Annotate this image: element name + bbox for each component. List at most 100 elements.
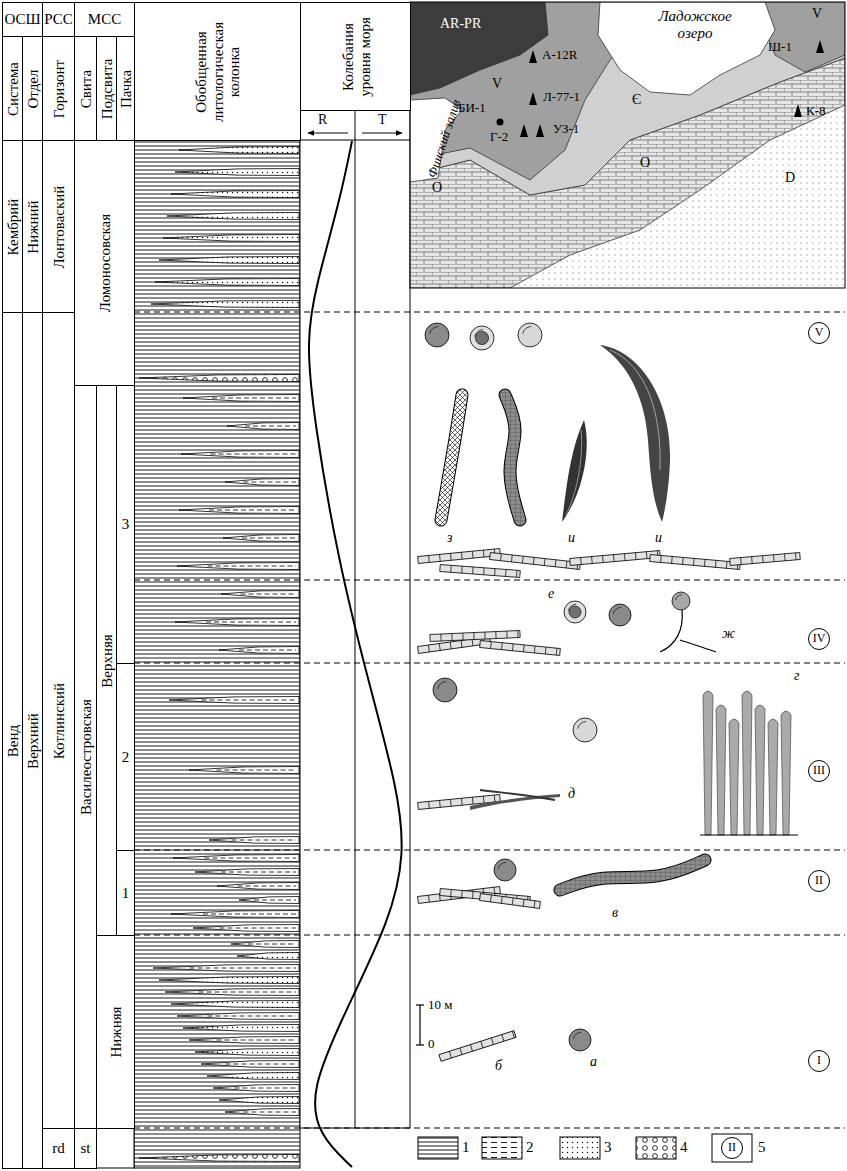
map-label: БИ-1: [458, 101, 486, 115]
scale-bar: [419, 1005, 420, 1045]
segmented-tube: [560, 860, 705, 890]
cell-text: Подсвита: [98, 40, 115, 138]
spindle: [562, 420, 587, 522]
filament: [430, 631, 520, 642]
lens: [225, 478, 299, 485]
spheroid: [609, 604, 631, 626]
stratigraphic-cell: Обобщенная литологическая колонка: [134, 2, 301, 141]
stratigraphic-cell: Горизонт: [42, 36, 75, 141]
region-d: [410, 2, 845, 288]
well-triangle: [536, 124, 544, 137]
silt-dash: [248, 944, 296, 945]
region-vendian: [760, 2, 845, 72]
cell-text: Нижний: [24, 144, 41, 310]
cell-text: Котлинский: [50, 316, 67, 1126]
silt-dash: [203, 914, 296, 915]
figure-label: и: [655, 530, 662, 545]
sea-level-column: [300, 110, 410, 1128]
cell-text: Колебания уровня моря: [339, 6, 372, 108]
spheroid-fold: [438, 682, 446, 689]
thin-strand: [480, 790, 555, 800]
well-triangle: [529, 50, 537, 63]
map-label: К-8: [806, 104, 826, 118]
legend-number: 5: [758, 1139, 766, 1156]
figure-label: д: [568, 786, 575, 801]
filament: [480, 641, 561, 656]
filament: [418, 795, 501, 810]
thin-strand: [470, 794, 560, 810]
silt-dash: [209, 510, 296, 511]
map-label: УЗ-1: [553, 122, 579, 136]
lens: [223, 534, 299, 541]
lens: [177, 562, 299, 569]
cell-text: РСС: [44, 11, 73, 28]
spheroid-fold: [578, 722, 586, 729]
cell-text: ОСШ: [4, 11, 40, 28]
figure-label: и: [568, 530, 575, 545]
lens: [213, 1084, 299, 1091]
zone-boundary: [134, 850, 845, 851]
silt-dash: [206, 622, 296, 623]
finger: [755, 705, 765, 835]
lens: [219, 1096, 299, 1103]
table-cell: rd: [42, 1128, 75, 1169]
curve-axis: [355, 110, 356, 1128]
cell-text: Верхняя: [98, 389, 115, 933]
filament: [480, 894, 541, 909]
lens: [159, 256, 299, 263]
filament: [570, 551, 661, 566]
spheroid-fold: [573, 1032, 581, 1039]
figure-label: е: [548, 586, 554, 601]
spheroid-fold: [523, 327, 531, 334]
segmented-tube: [560, 860, 705, 890]
stratigraphic-cell: Колебания уровня моря: [300, 2, 411, 111]
figure-label: R: [318, 112, 327, 127]
well-triangle: [816, 40, 824, 53]
silt-dash: [212, 398, 296, 399]
cell-text: Ломоносовская: [96, 144, 113, 383]
stratigraphic-cell: Венд: [2, 312, 23, 1169]
silt-dash: [217, 770, 297, 771]
finger-base: [700, 835, 798, 836]
cell-text: Нижняя: [107, 939, 124, 1126]
legend-samples: [418, 1134, 752, 1162]
filament: [418, 549, 501, 564]
lens: [225, 1108, 299, 1115]
blank-cell: [96, 1128, 134, 1168]
spheroid-fold: [676, 595, 682, 600]
lens: [219, 646, 299, 653]
zone-boundary: [134, 580, 845, 581]
stratigraphic-cell: Василеостровская: [74, 385, 97, 1129]
lens: [139, 374, 299, 381]
lens: [167, 212, 299, 219]
lens: [183, 394, 299, 401]
zone-boundary: [134, 1128, 845, 1129]
zone-number: I: [808, 1050, 830, 1072]
stratigraphic-cell: Ломоносовская: [74, 140, 135, 386]
table-cell: РСС: [42, 2, 75, 37]
figure-label: г: [794, 668, 799, 683]
scale-tick: [416, 1004, 424, 1005]
zone-number: II: [808, 870, 830, 892]
lens: [155, 278, 299, 285]
lens: [227, 422, 299, 429]
finger: [781, 711, 791, 835]
spheroid-fold: [498, 862, 506, 869]
map-inset: [410, 2, 845, 288]
spheroid: [425, 323, 449, 347]
silt-dash: [190, 968, 297, 969]
figure-label: 10 м: [428, 998, 452, 1012]
silt-dash: [238, 886, 297, 887]
legend-number: 2: [526, 1139, 534, 1156]
silt-dash: [199, 992, 297, 993]
stratigraphic-cell: Нижняя: [96, 935, 135, 1129]
zone-boundary: [134, 663, 845, 664]
table-cell: 2: [116, 663, 135, 851]
arrow-r: [308, 133, 348, 134]
lens: [217, 882, 299, 889]
map-label: Ладожское озеро: [640, 8, 750, 41]
silt-dash: [217, 1040, 297, 1041]
filament: [440, 565, 521, 578]
zone-number: III: [808, 760, 830, 782]
map-label: O: [640, 155, 650, 170]
